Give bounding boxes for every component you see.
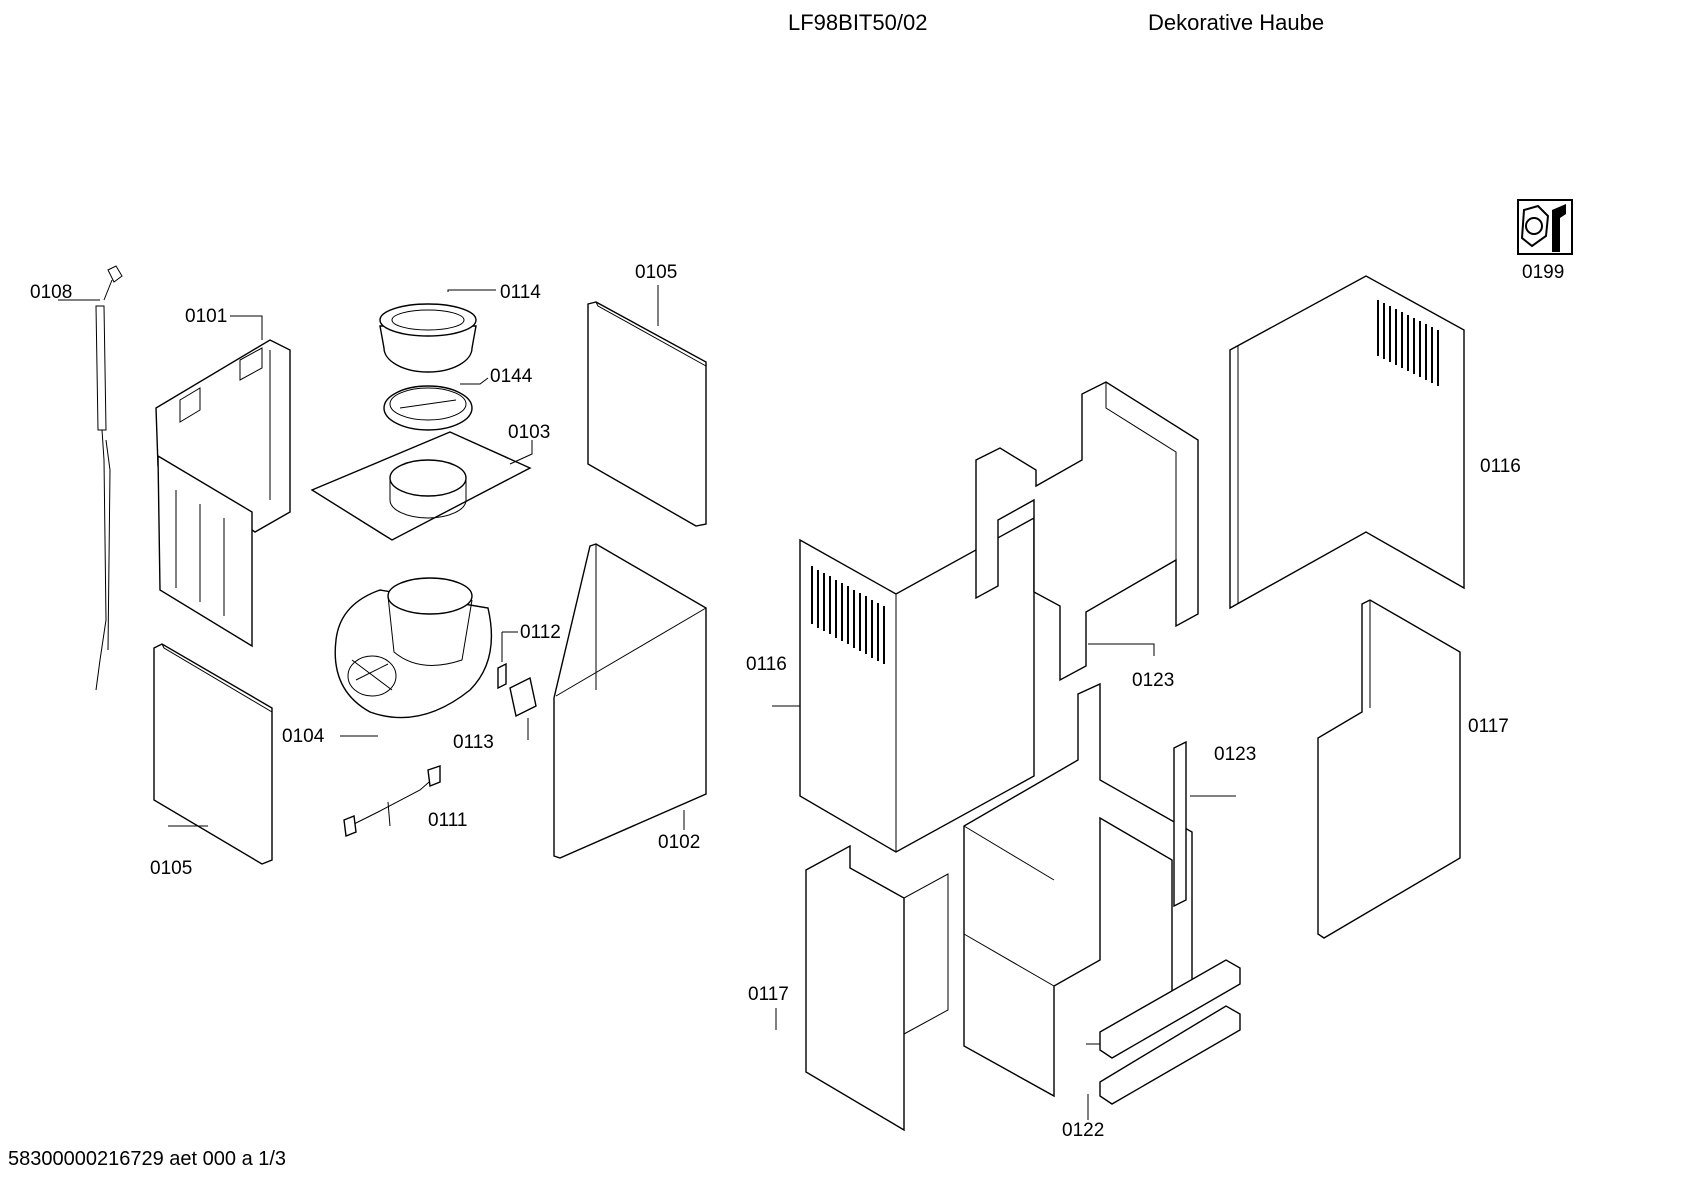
callout-0122[interactable]: 0122 [1062,1120,1104,1141]
callout-0117b[interactable]: 0117 [1468,716,1509,737]
part-0114-outlet-collar[interactable] [379,303,477,373]
part-0103-mounting-plate[interactable] [310,431,532,541]
leader-0111 [387,801,391,827]
part-0116-chimney-cover-front[interactable] [799,516,1035,853]
part-0113-control-board[interactable] [509,676,537,718]
callout-0123b[interactable]: 0123 [1214,744,1256,765]
part-0123-upper-frame[interactable] [975,381,1199,682]
leader-0114 [447,289,496,292]
callout-0102[interactable]: 0102 [658,832,700,853]
part-0101-housing[interactable] [155,339,291,648]
callout-0112[interactable]: 0112 [520,622,561,643]
leader-0103 [509,440,533,465]
part-0122-trim-rails[interactable] [1099,959,1241,1105]
callout-0105b[interactable]: 0105 [150,858,192,879]
part-0104-blower-motor[interactable] [334,577,493,719]
part-0105-side-panel-upper[interactable] [587,301,707,527]
part-0116-chimney-cover-rear[interactable] [1229,275,1465,610]
model-number: LF98BIT50/02 [788,10,928,35]
callout-0116b[interactable]: 0116 [1480,456,1521,477]
callout-0101[interactable]: 0101 [185,306,227,327]
part-0117-chimney-shell-right[interactable] [1317,599,1461,939]
part-0117-chimney-shell-left[interactable] [805,844,949,1132]
vent-slots-front [811,566,885,664]
callout-0199[interactable]: 0199 [1522,262,1564,283]
callout-0108[interactable]: 0108 [30,282,72,303]
callout-0105a[interactable]: 0105 [635,262,677,283]
part-0112-clip[interactable] [497,662,507,690]
callout-0123a[interactable]: 0123 [1132,670,1174,691]
callout-0114[interactable]: 0114 [500,282,541,303]
part-0123-lower-frame[interactable] [963,682,1193,1098]
callout-0111[interactable]: 0111 [428,810,467,831]
callout-0144[interactable]: 0144 [490,366,533,387]
part-0144-backdraft-ring[interactable] [383,385,473,431]
leader-0101 [230,315,263,340]
callout-0117a[interactable]: 0117 [748,984,789,1005]
product-description: Dekorative Haube [1148,10,1325,35]
callout-0104[interactable]: 0104 [282,726,325,747]
part-0105-side-panel-lower[interactable] [153,643,273,865]
part-0111-cable-harness[interactable] [343,765,441,837]
part-0102-front-shell[interactable] [553,543,707,859]
callout-0116a[interactable]: 0116 [746,654,787,675]
callout-0113[interactable]: 0113 [453,732,494,753]
part-0108-power-cord[interactable] [95,265,123,691]
leader-0123a [1088,643,1155,656]
callout-0103[interactable]: 0103 [508,422,550,443]
leader-0144 [460,377,489,385]
wrench-nut-icon[interactable] [1517,199,1573,255]
vent-slots-rear [1377,300,1439,386]
document-id: 58300000216729 aet 000 a 1/3 [8,1148,287,1170]
